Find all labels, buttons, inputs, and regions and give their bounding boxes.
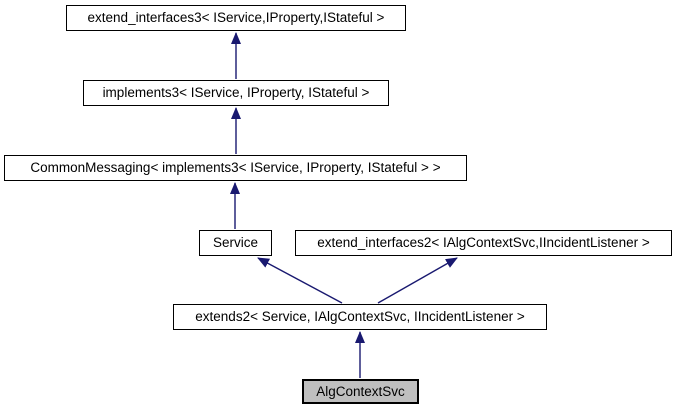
node-implements3[interactable]: implements3< IService, IProperty, IState… <box>83 80 389 106</box>
node-extend-interfaces2[interactable]: extend_interfaces2< IAlgContextSvc,IInci… <box>295 230 672 256</box>
inheritance-edge <box>377 257 458 304</box>
node-extends2[interactable]: extends2< Service, IAlgContextSvc, IInci… <box>173 304 547 330</box>
node-algcontextsvc: AlgContextSvc <box>302 379 419 404</box>
node-service[interactable]: Service <box>199 230 272 256</box>
node-extend-interfaces3[interactable]: extend_interfaces3< IService,IProperty,I… <box>66 5 406 31</box>
inheritance-edge <box>257 257 343 304</box>
node-commonmessaging[interactable]: CommonMessaging< implements3< IService, … <box>4 155 467 181</box>
